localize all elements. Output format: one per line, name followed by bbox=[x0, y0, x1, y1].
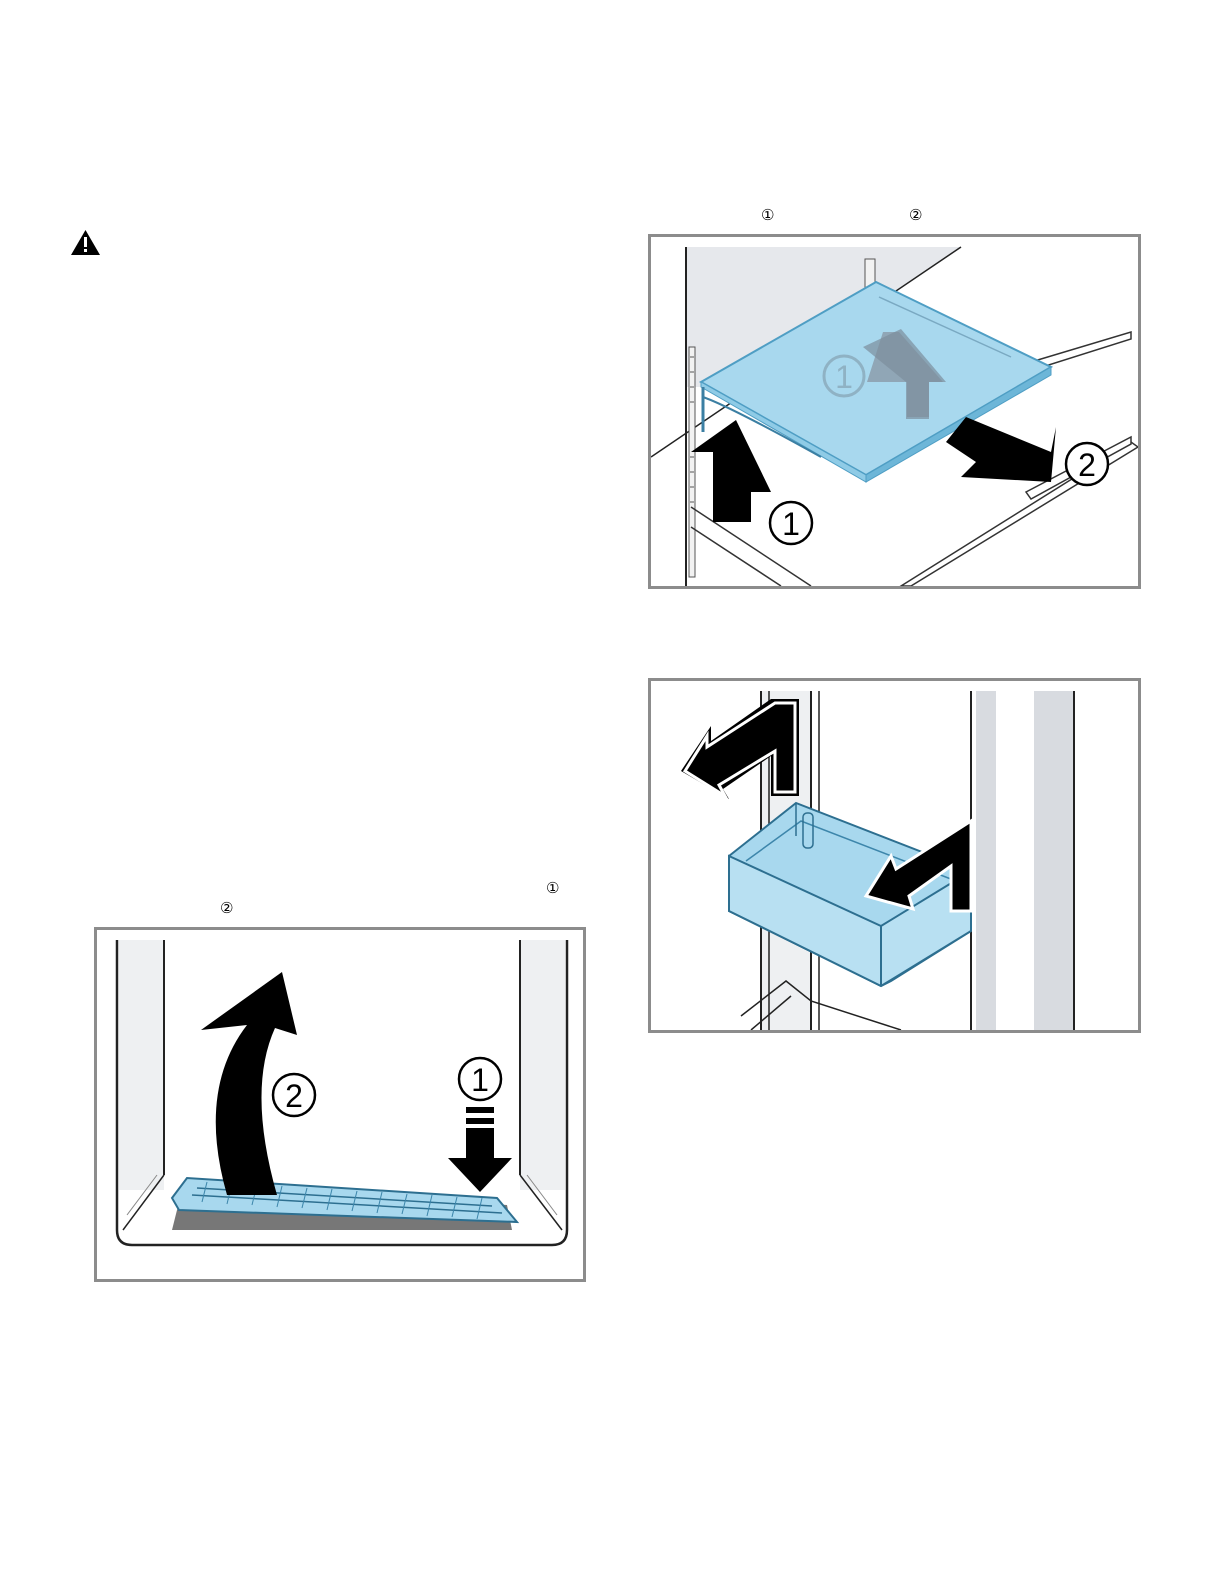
tray-callout-1: 1 bbox=[471, 1062, 489, 1098]
shelf-step-marker-2: ② bbox=[909, 206, 922, 224]
door-bin-removal-illustration bbox=[648, 678, 1141, 1033]
warning-triangle-icon bbox=[70, 229, 101, 256]
shelf-callout-1: 1 bbox=[782, 506, 800, 542]
tray-removal-illustration: 2 1 bbox=[94, 927, 586, 1282]
tray-step-marker-2: ② bbox=[220, 899, 233, 917]
tray-step-marker-1: ① bbox=[546, 879, 559, 897]
shelf-step-marker-1: ① bbox=[761, 206, 774, 224]
shelf-removal-illustration: 1 1 2 bbox=[648, 234, 1141, 589]
shelf-ghost-callout: 1 bbox=[835, 359, 853, 395]
tray-callout-2: 2 bbox=[285, 1078, 303, 1114]
shelf-callout-2: 2 bbox=[1078, 447, 1096, 483]
